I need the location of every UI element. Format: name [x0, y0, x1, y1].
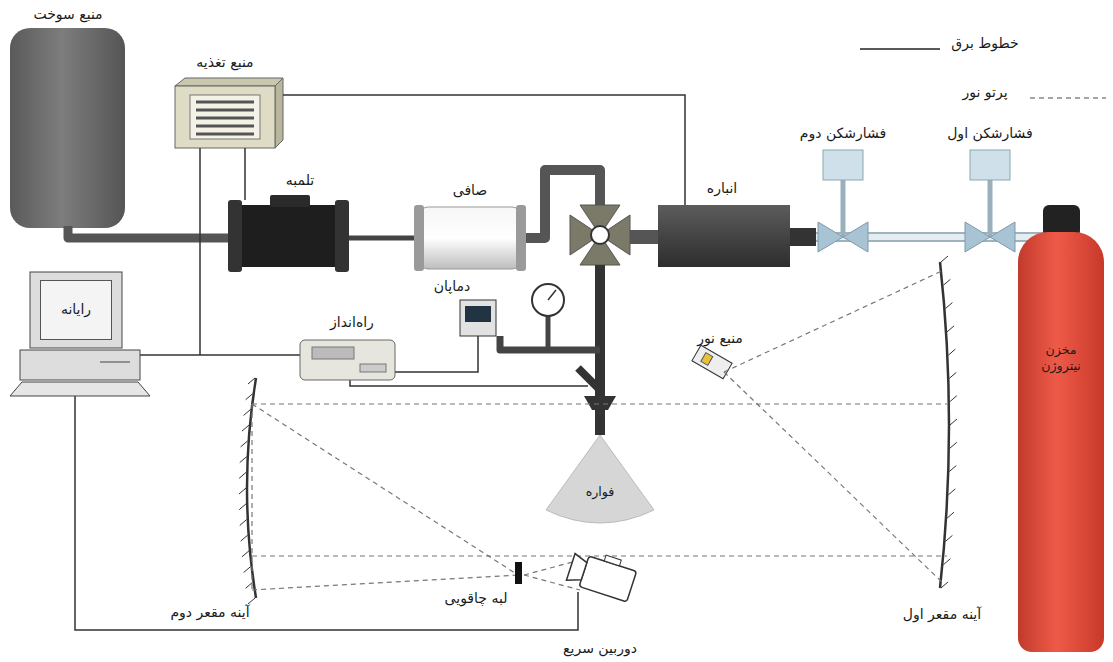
- part-label: انباره: [707, 180, 737, 197]
- pressure-gauge: [532, 284, 564, 316]
- part-label: دوربین سریع: [563, 640, 637, 657]
- part-label: صافی: [453, 182, 488, 199]
- injector: [578, 368, 598, 388]
- gauge-stem: [546, 315, 551, 350]
- part-label: راه‌انداز: [330, 314, 374, 331]
- injector: [584, 396, 616, 410]
- node-label: مخزن نیتروژن: [1018, 342, 1104, 373]
- accumulator: [658, 205, 790, 267]
- fuel-pipe: [68, 226, 232, 238]
- mirror-hatching: [239, 256, 957, 604]
- pump: [228, 195, 349, 272]
- part-label: دماپان: [434, 278, 470, 295]
- regulator: [965, 150, 1015, 252]
- driver: [300, 340, 395, 380]
- regulator: [818, 150, 868, 252]
- legend-text: خطوط برق: [951, 35, 1018, 52]
- legend-text: پرتو نور: [962, 84, 1007, 101]
- part-label: تلمبه: [286, 172, 314, 189]
- valve: [570, 205, 630, 265]
- power-supply: [175, 78, 283, 148]
- nitrogen-tank: مخزن نیتروژن: [1018, 232, 1104, 652]
- filter: [414, 205, 526, 271]
- part-label: منبع تغذیه: [196, 54, 253, 71]
- node-label: فواره: [536, 484, 664, 500]
- legend-samples: [0, 0, 1113, 120]
- knife-edge: [515, 562, 522, 584]
- part-label: منبع سوخت: [33, 6, 102, 23]
- spray-cone: [546, 435, 654, 523]
- part-label: آینه مقعر اول: [903, 606, 981, 623]
- pipe: [630, 230, 660, 244]
- part-label: منبع نور: [697, 330, 743, 347]
- legend-sample: [860, 48, 940, 49]
- computer-screen: رایانه: [40, 280, 112, 340]
- power-wires: [75, 95, 685, 630]
- legend-sample: [1030, 97, 1106, 98]
- fuel-tank: [10, 28, 125, 228]
- computer: [10, 272, 150, 396]
- spray-cone: فواره: [536, 432, 664, 532]
- part-label: فشارشکن اول: [947, 125, 1033, 142]
- part-label: فشارشکن دوم: [800, 125, 886, 142]
- part-label: لبه چاقویی: [445, 590, 508, 607]
- node-label: رایانه: [55, 301, 97, 319]
- part-label: آینه مقعر دوم: [170, 604, 249, 621]
- light-ray: [252, 270, 947, 590]
- spray-shape: [536, 432, 664, 532]
- shaft: [349, 236, 420, 241]
- high-speed-camera: [566, 546, 639, 602]
- coupling: [790, 228, 816, 246]
- thermometer: [460, 300, 496, 336]
